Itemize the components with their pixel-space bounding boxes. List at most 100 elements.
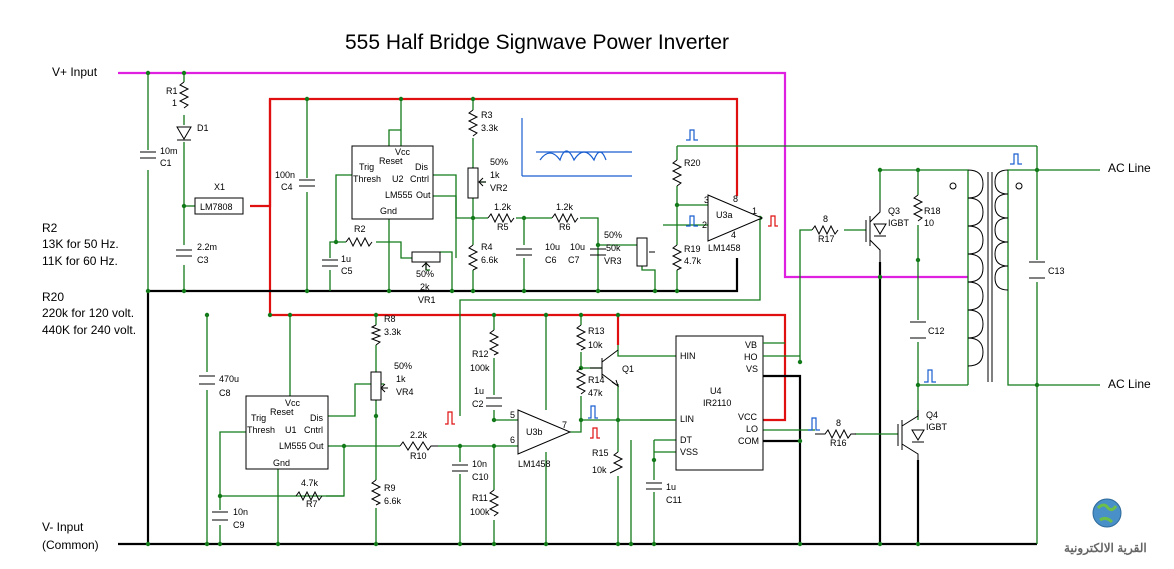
pulse-icon [808,417,820,431]
u1-model-label: LM555 [279,441,307,451]
r5-value: 1.2k [494,202,512,212]
pulse-icon [924,369,936,383]
r20-note-line1: 220k for 120 volt. [42,306,134,320]
r2-resistor [345,236,373,248]
r17-wire [799,229,866,362]
q4-type: IGBT [926,422,948,432]
u3b-name-label: U3b [526,427,543,437]
u3a-opamp [707,194,764,242]
c4-value: 100n [275,170,295,180]
u1-dis-label: Dis [310,413,323,423]
q4-label: Q4 [926,410,938,420]
vplus-wire [118,71,968,279]
c2-value: 1u [474,386,484,396]
x1-label: X1 [214,182,225,192]
u2-thresh-label: Thresh [353,174,381,184]
sinewave-indicator [521,118,632,177]
c9-capacitor [212,511,228,521]
r14-resistor [575,367,587,395]
r12-value: 100k [470,363,490,373]
ac-line-bottom-label: AC Line [1108,377,1151,391]
page-title: 555 Half Bridge Signwave Power Inverter [345,31,729,54]
r2-label: R2 [354,224,366,234]
pulse-icon [686,129,698,141]
vminus-label: V- Input [42,520,84,534]
r6-value: 1.2k [556,202,574,212]
u2-dis-wire [433,174,457,258]
vplus-label: V+ Input [52,65,98,79]
r8-label: R8 [384,314,396,324]
vr1-label: VR1 [418,295,436,305]
r7-wire [326,446,345,497]
q3-label: Q3 [888,206,900,216]
r7-label: R7 [306,499,318,509]
u3a-model-label: LM1458 [708,243,741,253]
vr2-percent: 50% [490,157,508,167]
vr2-label: VR2 [490,183,508,193]
r10-label: R10 [410,451,427,461]
u4-name-label: U4 [710,386,722,396]
u3a-in-wire [663,204,708,291]
u1-gnd-label: Gnd [273,458,290,468]
r19-value: 4.7k [684,256,702,266]
r9-resistor [370,479,382,506]
r2-note-heading: R2 [42,221,58,235]
c4-label: C4 [281,182,293,192]
r1-label: R1 [166,86,178,96]
u4-vb-label: VB [745,340,757,350]
r11-resistor [488,489,500,517]
r15-value: 10k [592,465,607,475]
c12-capacitor [910,321,926,339]
c3-value: 2.2m [197,242,217,252]
u3b-pin6-label: 6 [510,435,515,445]
c12-label: C12 [928,326,945,336]
r8-resistor [370,324,382,346]
u2-cntrl-label: Cntrl [410,174,429,184]
c1-label: C1 [160,158,172,168]
q3-igbt [865,200,887,262]
r12-resistor [488,329,500,356]
u3b-pin5-label: 5 [510,410,515,420]
u2-dis-label: Dis [415,162,428,172]
vr1-value: 2k [420,282,430,292]
c5-capacitor [322,259,338,267]
c2-capacitor [486,397,502,407]
r3-value: 3.3k [481,123,499,133]
vr3-value: 50k [606,243,621,253]
u3a-out-wire [459,218,761,416]
u2-model-label: LM555 [385,190,413,200]
site-logo: القرية الالكترونية [1064,498,1147,556]
vr2-value: 1k [490,170,500,180]
vr4-label: VR4 [396,387,414,397]
r12-wire [493,315,518,421]
r17-value: 8 [823,214,828,224]
r19-resistor [671,244,683,271]
c7-capacitor [590,248,606,256]
regulated-rail-lower-wire [268,99,787,422]
d1-label: D1 [197,123,209,133]
r7-value: 4.7k [301,478,319,488]
common-label: (Common) [42,538,99,552]
r14-label: R14 [588,375,605,385]
vr1-potentiometer [411,251,441,270]
c1-value: 10m [160,146,178,156]
u4-vss-label: VSS [680,447,698,457]
u4-vs-label: VS [746,364,758,374]
r15-resistor [609,451,624,474]
vr4-potentiometer [370,371,388,401]
r20-label: R20 [684,158,701,168]
c8-value: 470u [219,374,239,384]
vr3-label: VR3 [604,256,622,266]
u2-gnd-label: Gnd [380,206,397,216]
u3a-pin4-label: 4 [731,230,736,240]
u3a-name-label: U3a [716,210,733,220]
r15-label: R15 [592,448,609,458]
r16-resistor [815,428,856,440]
c5-label: C5 [341,266,353,276]
c3-capacitor [176,249,192,257]
q4-igbt [897,410,925,460]
u4-dt-label: DT [680,435,692,445]
r12-label: R12 [472,349,489,359]
r20-wire [676,145,1037,205]
r20-note-line2: 440K for 240 volt. [42,323,136,337]
